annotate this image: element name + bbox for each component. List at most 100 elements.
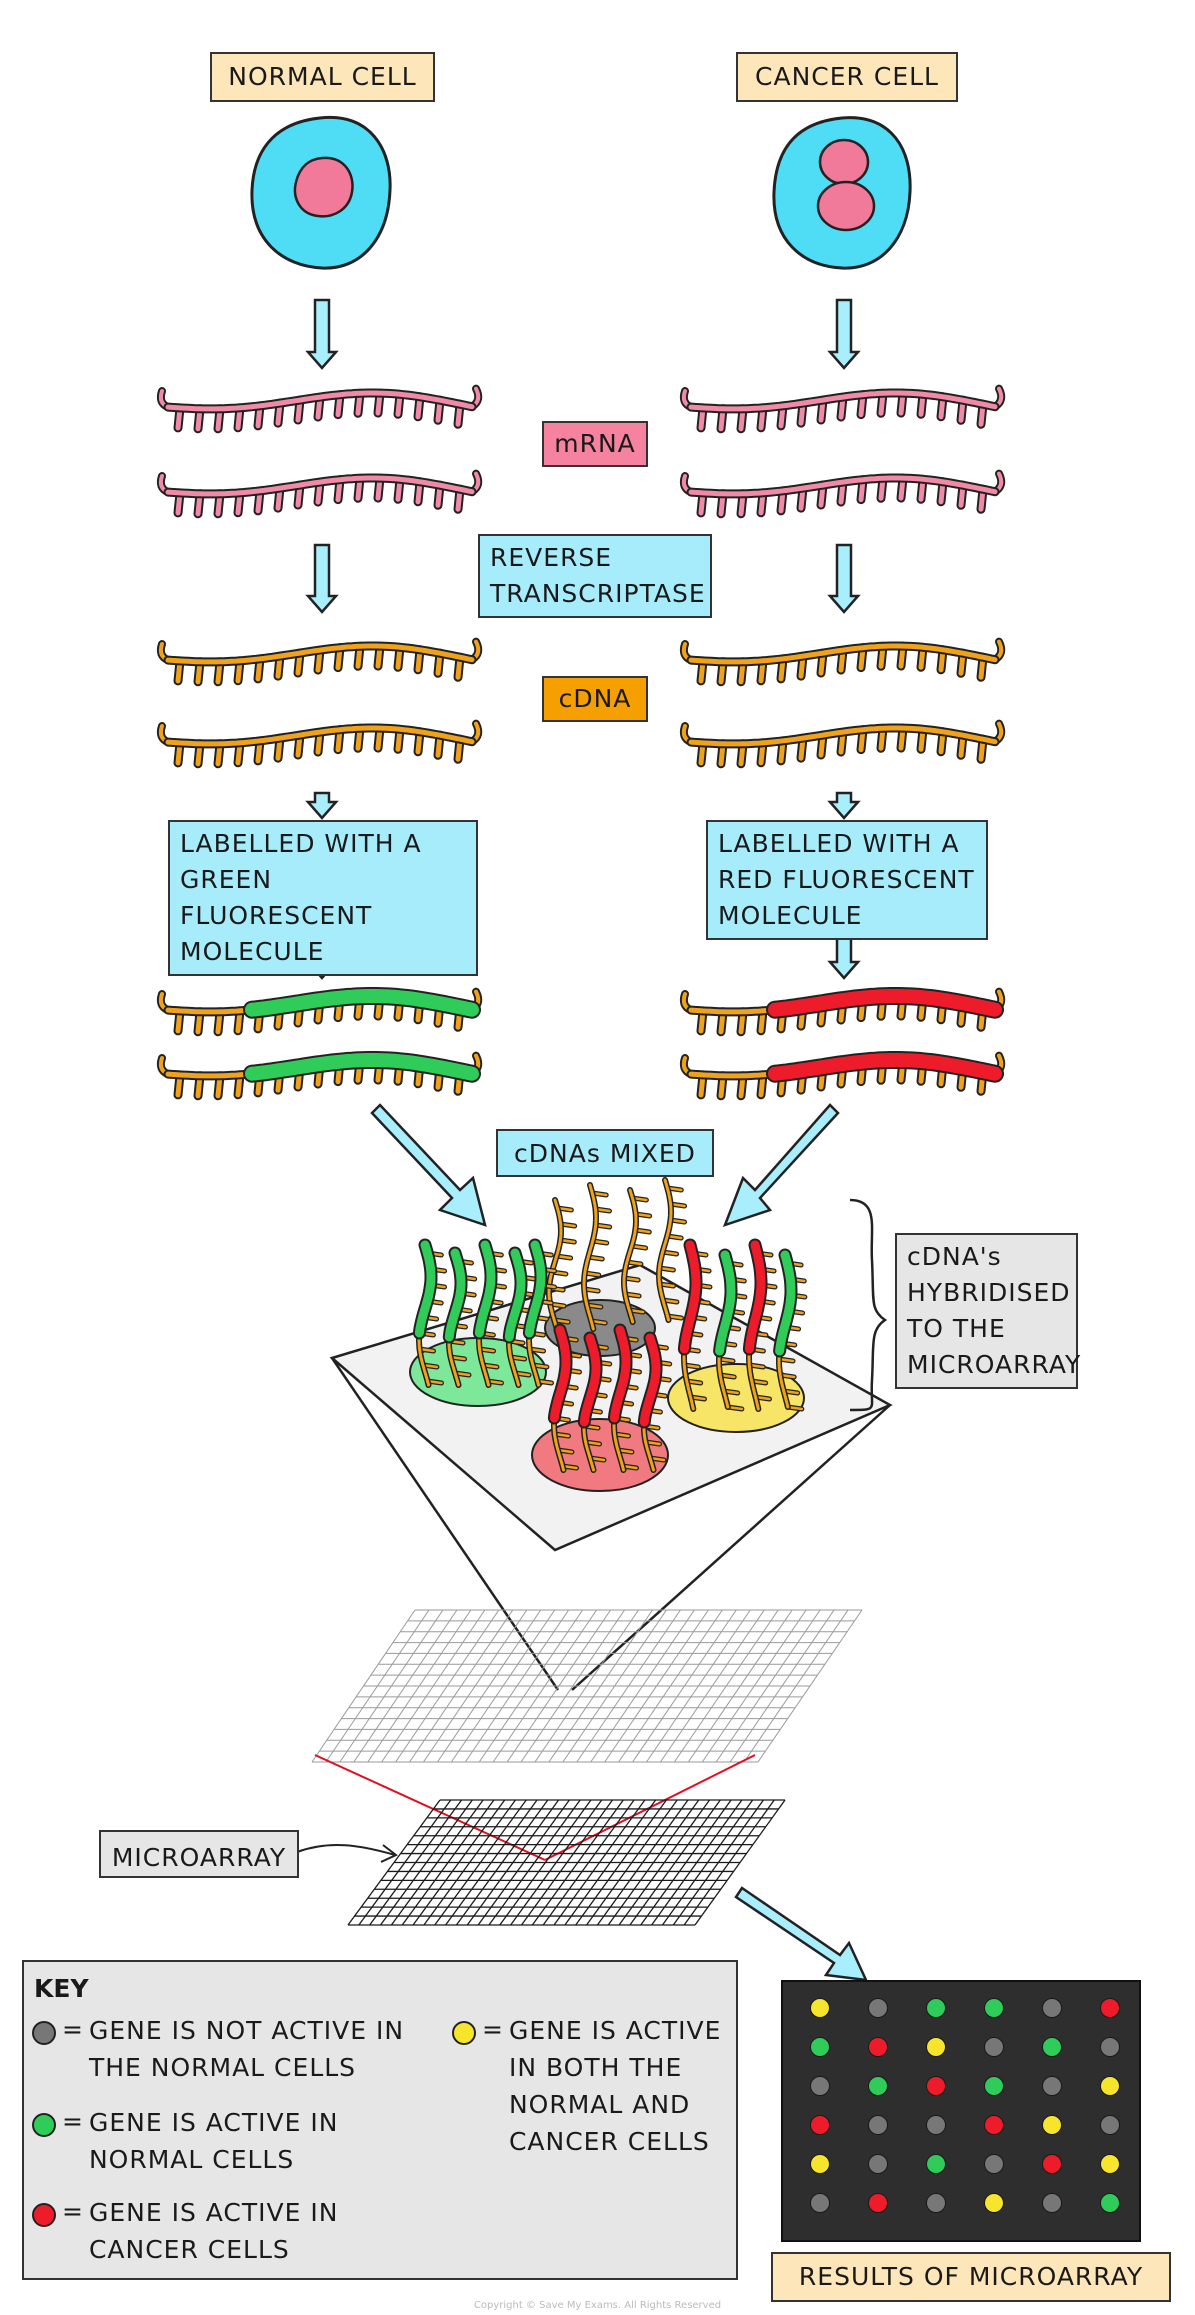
result-dot-grey [926, 2115, 946, 2135]
reverse-transcriptase-label: REVERSE TRANSCRIPTASE [478, 534, 712, 618]
equals-sign: = [62, 2197, 83, 2226]
result-dot-grey [984, 2037, 1004, 2057]
result-dot-grey [1042, 2193, 1062, 2213]
key-yellow-line-2: IN BOTH THE [508, 2053, 683, 2082]
standing-strands [412, 1177, 808, 1473]
down-arrow-left-1 [305, 298, 339, 370]
green-cdna-strand-1 [156, 987, 483, 1037]
green-label-line-3: MOLECULE [180, 937, 325, 966]
result-dot-grey [1100, 2115, 1120, 2135]
down-arrow-left-3 [305, 791, 339, 820]
red-label-line-2: RED FLUORESCENT [718, 865, 975, 894]
hyb-line-3: TO THE [907, 1314, 1006, 1343]
standing-strand-yellow-1 [677, 1238, 713, 1412]
red-label-box: LABELLED WITH A RED FLUORESCENT MOLECULE [706, 820, 988, 940]
results-panel [781, 1980, 1141, 2242]
result-dot-green [984, 1998, 1004, 2018]
key-yellow-line-1: GENE IS ACTIVE [508, 2016, 722, 2045]
key-yellow-line-3: NORMAL AND [508, 2090, 691, 2119]
key-green-line-2: NORMAL CELLS [88, 2145, 295, 2174]
result-dot-yellow [926, 2037, 946, 2057]
mrna-strand-normal-1 [156, 384, 483, 434]
result-dot-grey [810, 2193, 830, 2213]
green-dot-icon [32, 2113, 56, 2137]
cdna-strand-cancer-2 [679, 719, 1006, 769]
key-grey-line-1: GENE IS NOT ACTIVE IN [88, 2016, 405, 2045]
mrna-strand-cancer-1 [679, 384, 1006, 434]
result-dot-green [926, 1998, 946, 2018]
result-dot-yellow [810, 2154, 830, 2174]
red-cdna-strand-1 [679, 987, 1006, 1037]
key-green-line-1: GENE IS ACTIVE IN [88, 2108, 339, 2137]
result-dot-yellow [810, 1998, 830, 2018]
cancer-cell-title: CANCER CELL [736, 52, 958, 102]
standing-strand-green-4 [502, 1246, 538, 1388]
result-dot-red [868, 2037, 888, 2057]
cdna-strand-normal-2 [156, 719, 483, 769]
key-yellow-line-4: CANCER CELLS [508, 2127, 710, 2156]
standing-strand-grey-4 [655, 1177, 688, 1323]
result-dot-red [810, 2115, 830, 2135]
result-dot-green [1100, 2193, 1120, 2213]
result-dot-yellow [984, 2193, 1004, 2213]
key-item-yellow: = GENE IS ACTIVE IN BOTH THE NORMAL AND … [452, 2012, 721, 2160]
mrna-strand-normal-2 [156, 469, 483, 519]
equals-sign: = [62, 2107, 83, 2136]
microarray-zoom-grid [311, 1609, 863, 1763]
key-red-line-2: CANCER CELLS [88, 2235, 290, 2264]
result-dot-grey [1042, 2076, 1062, 2096]
result-dot-yellow [1100, 2154, 1120, 2174]
result-dot-grey [926, 2193, 946, 2213]
standing-strand-red-2 [577, 1331, 613, 1473]
result-dot-green [1042, 2037, 1062, 2057]
key-title: KEY [34, 1974, 89, 2003]
red-dot-icon [32, 2203, 56, 2227]
down-arrow-right-2 [827, 543, 861, 614]
standing-strand-red-4 [637, 1331, 673, 1473]
result-dot-green [868, 2076, 888, 2096]
cancer-nucleus-bottom [816, 180, 876, 232]
result-dot-red [1100, 1998, 1120, 2018]
cancer-cell [772, 116, 912, 270]
result-dot-green [984, 2076, 1004, 2096]
cdna-label: cDNA [542, 676, 648, 722]
equals-sign: = [62, 2015, 83, 2044]
standing-strand-yellow-3 [742, 1238, 778, 1412]
result-dot-green [810, 2037, 830, 2057]
key-panel: KEY = GENE IS NOT ACTIVE IN THE NORMAL C… [22, 1960, 738, 2280]
key-red-line-1: GENE IS ACTIVE IN [88, 2198, 339, 2227]
down-arrow-right-3 [827, 791, 861, 820]
standing-strand-yellow-2 [713, 1248, 748, 1412]
standing-strand-grey-2 [580, 1182, 613, 1332]
result-dot-grey [868, 2154, 888, 2174]
equals-sign: = [482, 2015, 503, 2044]
result-dot-green [926, 2154, 946, 2174]
mrna-strand-cancer-2 [679, 469, 1006, 519]
standing-strand-red-1 [547, 1323, 583, 1473]
standing-strand-green-2 [442, 1246, 478, 1388]
cdnas-mixed-label: cDNAs MIXED [496, 1129, 714, 1177]
mrna-label: mRNA [542, 421, 648, 467]
red-label-line-3: MOLECULE [718, 901, 863, 930]
yellow-dot-icon [452, 2021, 476, 2045]
standing-strand-green-1 [412, 1238, 448, 1388]
results-label: RESULTS OF MICROARRAY [771, 2252, 1171, 2302]
key-item-green: = GENE IS ACTIVE IN NORMAL CELLS [32, 2104, 338, 2178]
mix-arrow-right [722, 1103, 840, 1228]
key-item-grey: = GENE IS NOT ACTIVE IN THE NORMAL CELLS [32, 2012, 404, 2086]
result-dot-red [926, 2076, 946, 2096]
hybridisation-plate [329, 1177, 893, 1552]
mix-arrow-left [370, 1103, 487, 1227]
hyb-line-2: HYBRIDISED [907, 1278, 1071, 1307]
down-arrow-left-2 [305, 543, 339, 614]
standing-strand-grey-3 [620, 1187, 653, 1325]
rt-line-1: REVERSE [490, 543, 613, 572]
result-dot-grey [984, 2154, 1004, 2174]
normal-cell-title: NORMAL CELL [210, 52, 435, 102]
copyright: Copyright © Save My Exams. All Rights Re… [473, 2300, 722, 2311]
result-dot-grey [1100, 2037, 1120, 2057]
key-item-red: = GENE IS ACTIVE IN CANCER CELLS [32, 2194, 338, 2268]
cdna-strand-cancer-1 [679, 637, 1006, 687]
normal-cell [250, 115, 392, 270]
standing-strand-green-5 [522, 1238, 558, 1388]
